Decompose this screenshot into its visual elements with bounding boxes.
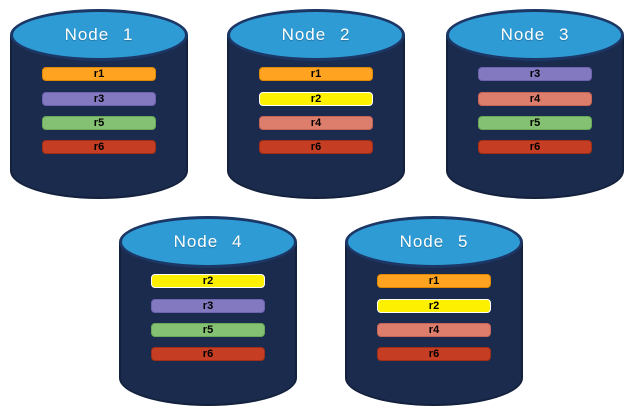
replica-bar: r4 <box>377 323 491 337</box>
node-1-cylinder: Node 1 r1 r3 r5 r6 <box>10 9 188 199</box>
cylinder-top: Node 2 <box>227 9 405 61</box>
cylinder-top: Node 5 <box>345 216 523 268</box>
node-title: Node 5 <box>399 232 469 251</box>
replica-bar: r3 <box>42 92 156 106</box>
replica-bar: r3 <box>151 299 265 313</box>
replica-bar: r5 <box>151 323 265 337</box>
cylinder-top: Node 1 <box>10 9 188 61</box>
node-title: Node 4 <box>173 232 243 251</box>
node-title: Node 2 <box>281 25 351 44</box>
cylinder-top: Node 4 <box>119 216 297 268</box>
node-title: Node 1 <box>64 25 134 44</box>
replica-bar: r1 <box>377 274 491 288</box>
node-5-cylinder: Node 5 r1 r2 r4 r6 <box>345 216 523 406</box>
cylinder-top: Node 3 <box>446 9 624 61</box>
replica-bar: r6 <box>478 140 592 154</box>
node-2-cylinder: Node 2 r1 r2 r4 r6 <box>227 9 405 199</box>
replica-bar: r6 <box>151 347 265 361</box>
replica-bar: r6 <box>377 347 491 361</box>
replica-bar: r1 <box>259 67 373 81</box>
replica-bar: r2 <box>151 274 265 288</box>
node-title: Node 3 <box>500 25 570 44</box>
replica-bar: r2 <box>377 299 491 313</box>
replica-bar: r4 <box>478 92 592 106</box>
replica-bar: r2 <box>259 92 373 106</box>
replica-bar: r6 <box>259 140 373 154</box>
replica-bar: r5 <box>478 116 592 130</box>
node-4-cylinder: Node 4 r2 r3 r5 r6 <box>119 216 297 406</box>
node-3-cylinder: Node 3 r3 r4 r5 r6 <box>446 9 624 199</box>
replica-bar: r5 <box>42 116 156 130</box>
replica-bar: r4 <box>259 116 373 130</box>
replica-bar: r6 <box>42 140 156 154</box>
replica-bar: r1 <box>42 67 156 81</box>
replica-bar: r3 <box>478 67 592 81</box>
